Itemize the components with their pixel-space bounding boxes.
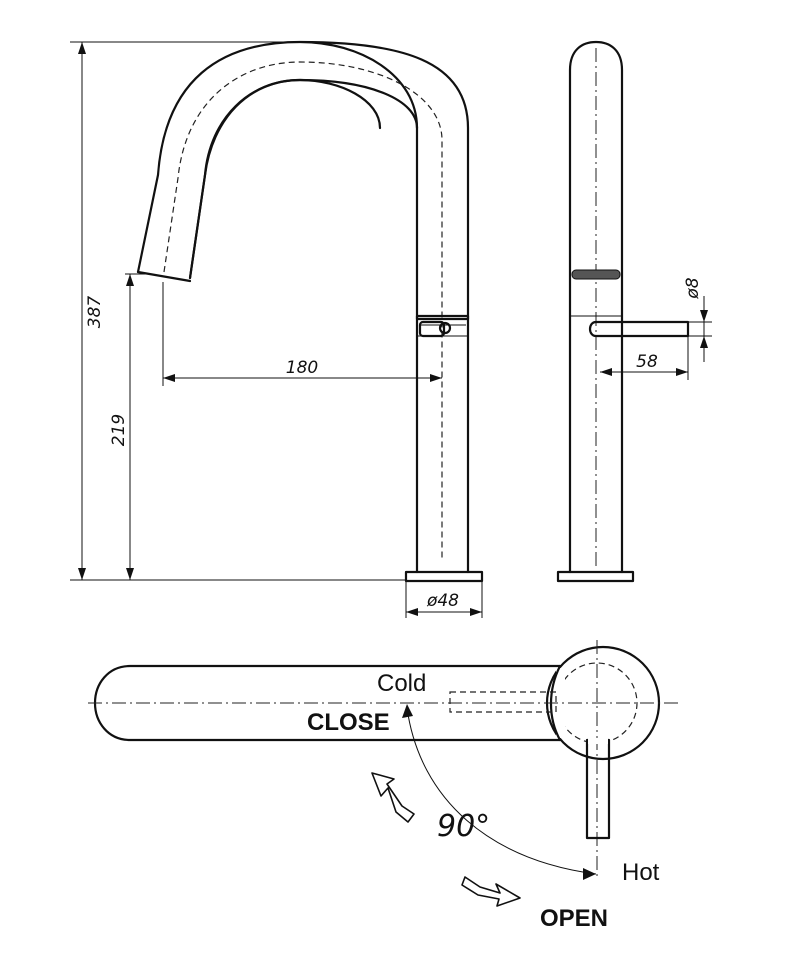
spout-centreline <box>163 61 443 560</box>
faucet-body-outline <box>136 40 470 574</box>
lever-cold-ghost <box>449 691 557 713</box>
lever-band <box>415 314 470 321</box>
dim-spout-reach: 180 <box>286 358 318 378</box>
lever-pivot <box>438 321 452 335</box>
side-body-outline <box>568 40 624 574</box>
angle-arc <box>406 707 597 875</box>
dim-lever-diameter: ø8 <box>683 277 703 299</box>
label-cold: Cold <box>377 670 426 697</box>
spout-outlet <box>136 270 192 283</box>
plan-view: Cold CLOSE 90° Hot OPEN <box>88 640 680 932</box>
dim-base-diameter: ø48 <box>426 591 459 611</box>
side-elevation: ø8 58 <box>556 40 712 583</box>
label-close: CLOSE <box>307 709 390 736</box>
label-angle: 90° <box>437 809 490 844</box>
lever-hot <box>585 738 611 840</box>
faucet-body-inner <box>188 78 419 280</box>
dim-overall-height: 387 <box>85 296 105 329</box>
rotation-arrow-icon <box>461 876 521 907</box>
side-base-plate <box>556 570 635 583</box>
label-open: OPEN <box>540 905 608 932</box>
label-hot: Hot <box>622 859 660 886</box>
front-elevation: 387 219 180 ø48 <box>70 40 484 618</box>
base-plate <box>404 570 484 583</box>
aerator-band <box>571 269 621 280</box>
dim-spout-height: 219 <box>109 414 129 446</box>
side-lever <box>588 320 690 338</box>
rotation-arrow-icon <box>371 772 415 823</box>
dim-lever-length: 58 <box>636 352 658 372</box>
